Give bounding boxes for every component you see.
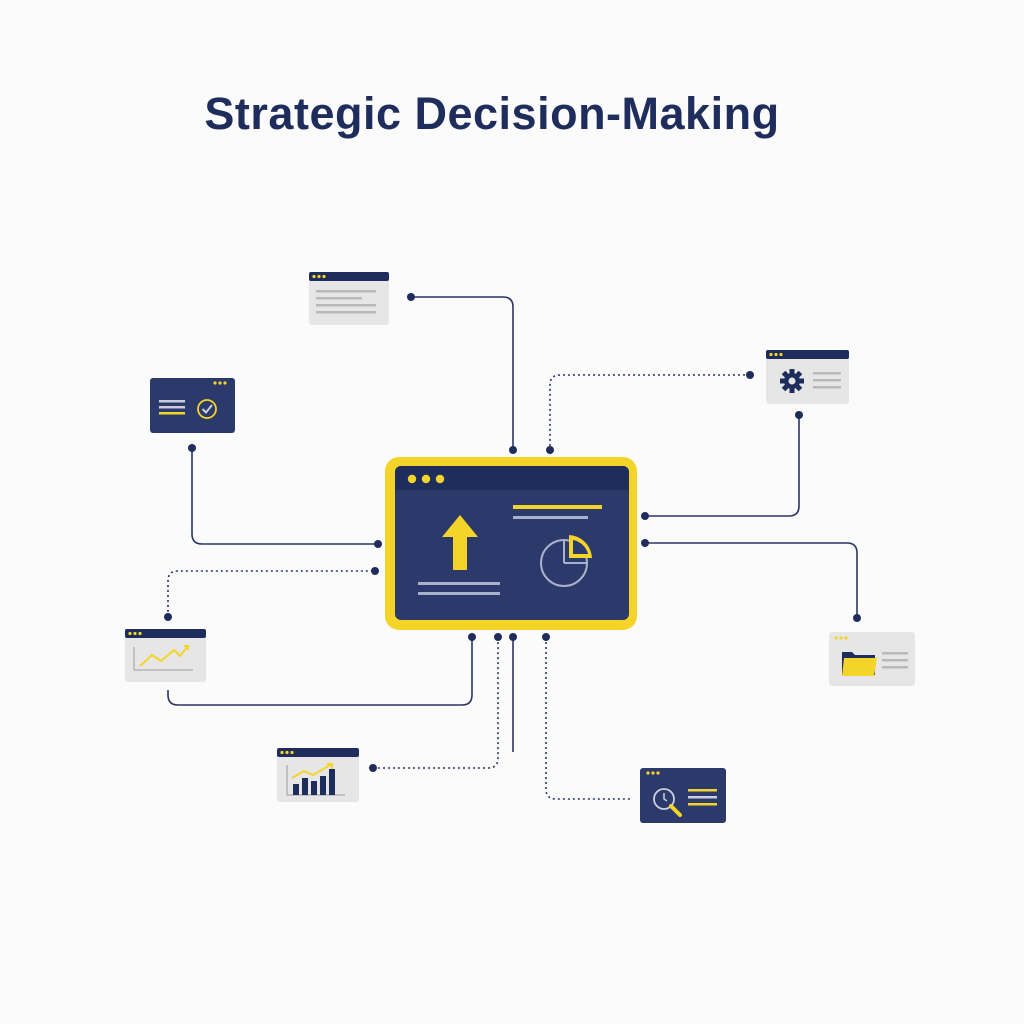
folder-card	[829, 632, 915, 686]
text-lines-icon	[882, 652, 908, 669]
gear-icon	[780, 369, 804, 393]
connectors	[167, 296, 858, 800]
connector-dots	[164, 293, 861, 772]
bar-chart-card	[277, 748, 359, 802]
connector-settings-dotted	[549, 374, 750, 450]
page-title: Strategic Decision-Making	[204, 88, 780, 139]
magnifier-icon	[653, 788, 682, 817]
folder-icon	[842, 652, 877, 676]
trend-line-card	[125, 629, 206, 682]
connector-trend	[167, 637, 473, 706]
connector-settings	[645, 415, 800, 517]
window-dots	[407, 474, 445, 484]
analysis-card	[640, 768, 726, 823]
bar-chart-icon	[286, 763, 345, 796]
up-arrow-icon	[442, 515, 478, 570]
connector-approval	[191, 448, 378, 545]
text-lines-icon	[316, 290, 376, 314]
settings-card	[766, 350, 849, 404]
connector-analysis	[545, 637, 630, 800]
text-lines-icon	[688, 789, 717, 806]
text-document-card	[309, 272, 389, 325]
approval-card	[150, 378, 235, 433]
text-lines-icon	[813, 372, 841, 389]
pie-chart-icon	[540, 535, 592, 587]
connector-text-document	[411, 296, 514, 450]
connector-folder	[645, 542, 858, 618]
text-lines-icon	[418, 505, 602, 595]
checkmark-icon	[197, 399, 217, 419]
connector-trend-dotted	[167, 570, 375, 617]
hub-dashboard	[385, 457, 637, 630]
line-chart-icon	[133, 645, 193, 671]
connector-bar-chart-dotted	[373, 637, 499, 769]
text-lines-icon	[159, 400, 185, 415]
